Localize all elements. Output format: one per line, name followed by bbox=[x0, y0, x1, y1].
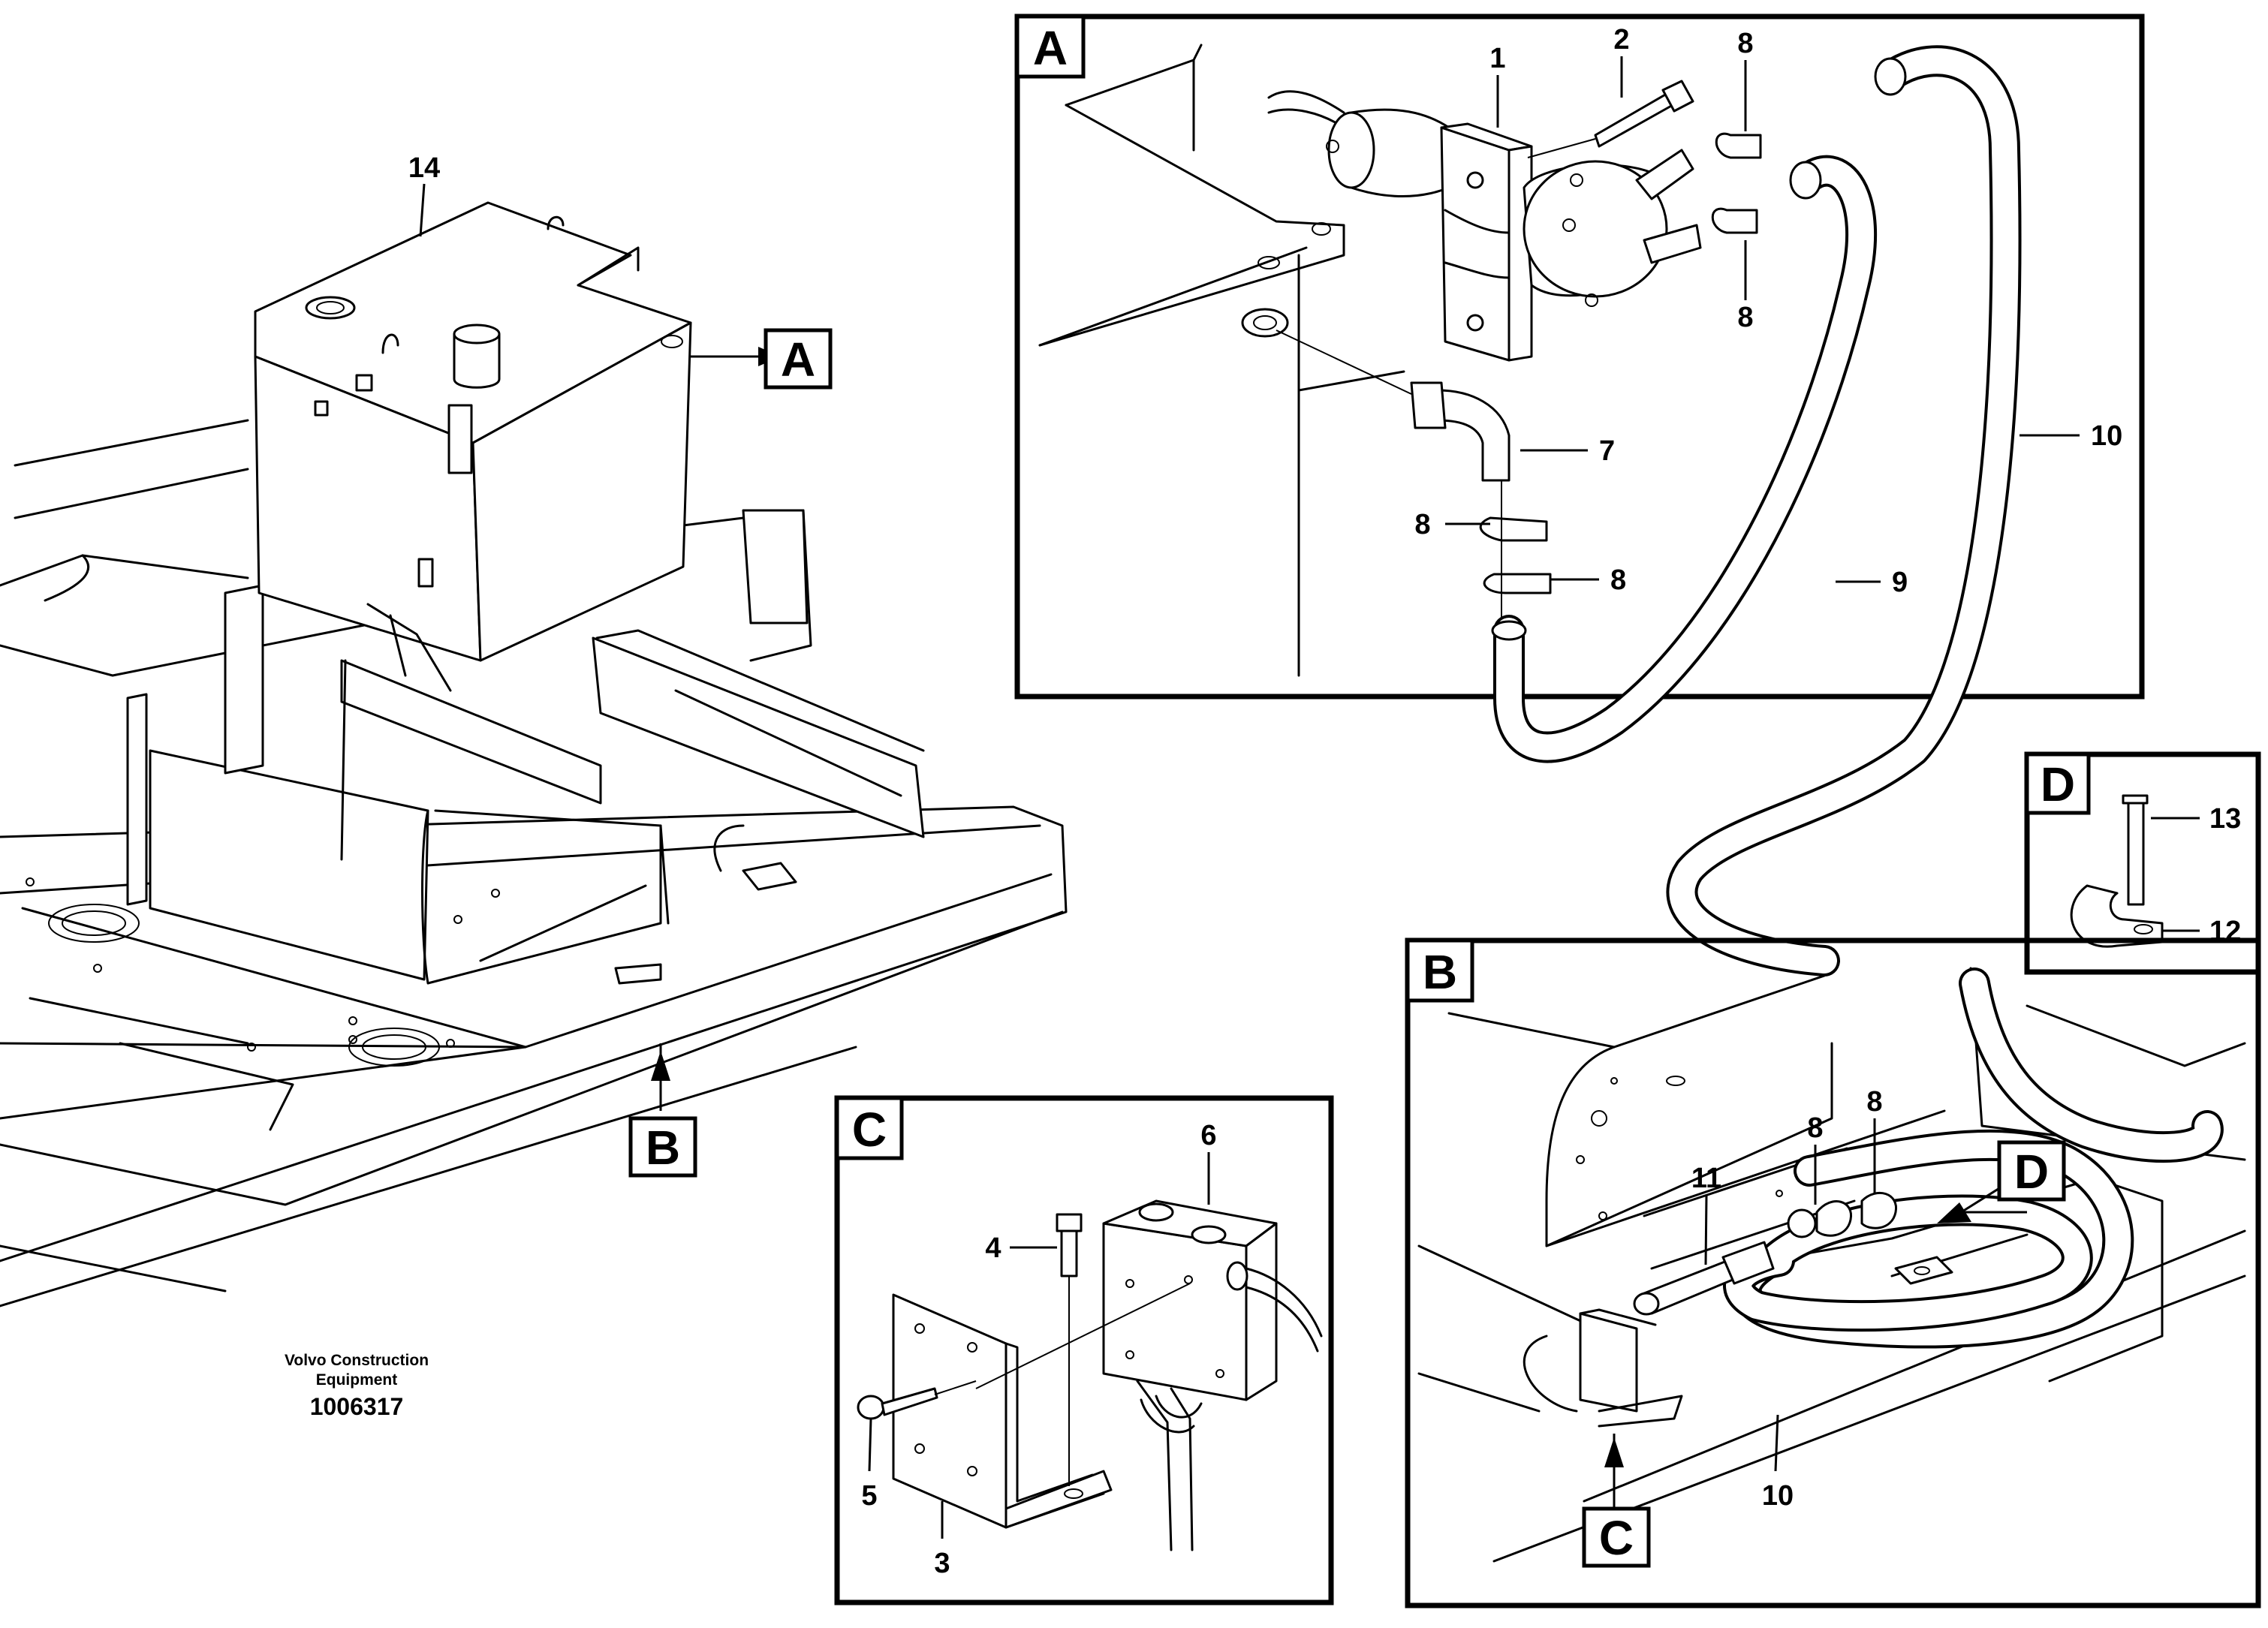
manufacturer-line-2: Equipment bbox=[315, 1371, 398, 1389]
view-marker-a: A bbox=[764, 328, 833, 390]
detail-badge-b: B bbox=[1405, 938, 1474, 1003]
machine-frame bbox=[0, 419, 1068, 1308]
detail-view-a bbox=[1014, 14, 2145, 700]
manufacturer-line-1: Volvo Construction bbox=[284, 1352, 429, 1369]
callout-1: 1 bbox=[1489, 43, 1505, 74]
callout-8-f: 8 bbox=[1866, 1086, 1882, 1118]
manufacturer-caption: Volvo Construction Equipment bbox=[248, 1351, 465, 1390]
figure-number: 1006317 bbox=[309, 1393, 404, 1420]
callout-9: 9 bbox=[1892, 567, 1908, 598]
detail-badge-a: A bbox=[1015, 14, 1086, 79]
callout-2: 2 bbox=[1613, 24, 1629, 56]
callout-7: 7 bbox=[1599, 435, 1615, 467]
svg-text:D: D bbox=[2014, 1145, 2049, 1199]
callout-10-a: 10 bbox=[2091, 420, 2122, 452]
callout-14: 14 bbox=[408, 152, 440, 184]
callout-8-a: 8 bbox=[1737, 28, 1753, 59]
callout-11: 11 bbox=[1691, 1163, 1721, 1194]
svg-text:D: D bbox=[2041, 757, 2075, 811]
detail-b-callouts: 11 8 8 10 bbox=[1691, 1086, 1883, 1512]
callout-3: 3 bbox=[934, 1548, 950, 1579]
callout-6: 6 bbox=[1200, 1120, 1216, 1151]
detail-view-c bbox=[834, 1095, 1334, 1605]
frame-compartments bbox=[126, 509, 925, 1052]
svg-text:C: C bbox=[852, 1103, 887, 1157]
detail-view-d: 13 12 bbox=[2024, 751, 2261, 975]
detail-badge-d: D bbox=[2025, 752, 2091, 815]
view-marker-b: B bbox=[628, 1116, 697, 1178]
callout-8-d: 8 bbox=[1610, 564, 1626, 596]
callout-4: 4 bbox=[985, 1232, 1001, 1264]
callout-10-b: 10 bbox=[1762, 1480, 1794, 1512]
svg-text:A: A bbox=[781, 333, 815, 387]
view-marker-c: C bbox=[1582, 1506, 1651, 1568]
detail-c-callouts: 6 4 5 3 bbox=[861, 1120, 1216, 1579]
tank-assembly bbox=[254, 201, 692, 692]
detail-badge-c: C bbox=[835, 1096, 904, 1160]
hoses bbox=[1491, 45, 2022, 976]
callout-13: 13 bbox=[2209, 803, 2241, 835]
callout-8-c: 8 bbox=[1414, 509, 1430, 540]
callout-5: 5 bbox=[861, 1480, 877, 1512]
view-marker-d: D bbox=[1997, 1140, 2066, 1202]
detail-view-b bbox=[1405, 937, 2261, 1608]
detail-a-callouts: 1 2 8 8 7 8 8 9 10 bbox=[1414, 24, 2122, 598]
callout-8-e: 8 bbox=[1807, 1112, 1823, 1144]
svg-text:B: B bbox=[1423, 945, 1457, 999]
svg-text:A: A bbox=[1033, 21, 1068, 75]
svg-text:B: B bbox=[646, 1121, 680, 1175]
callout-8-b: 8 bbox=[1737, 302, 1753, 333]
svg-text:C: C bbox=[1599, 1511, 1634, 1565]
